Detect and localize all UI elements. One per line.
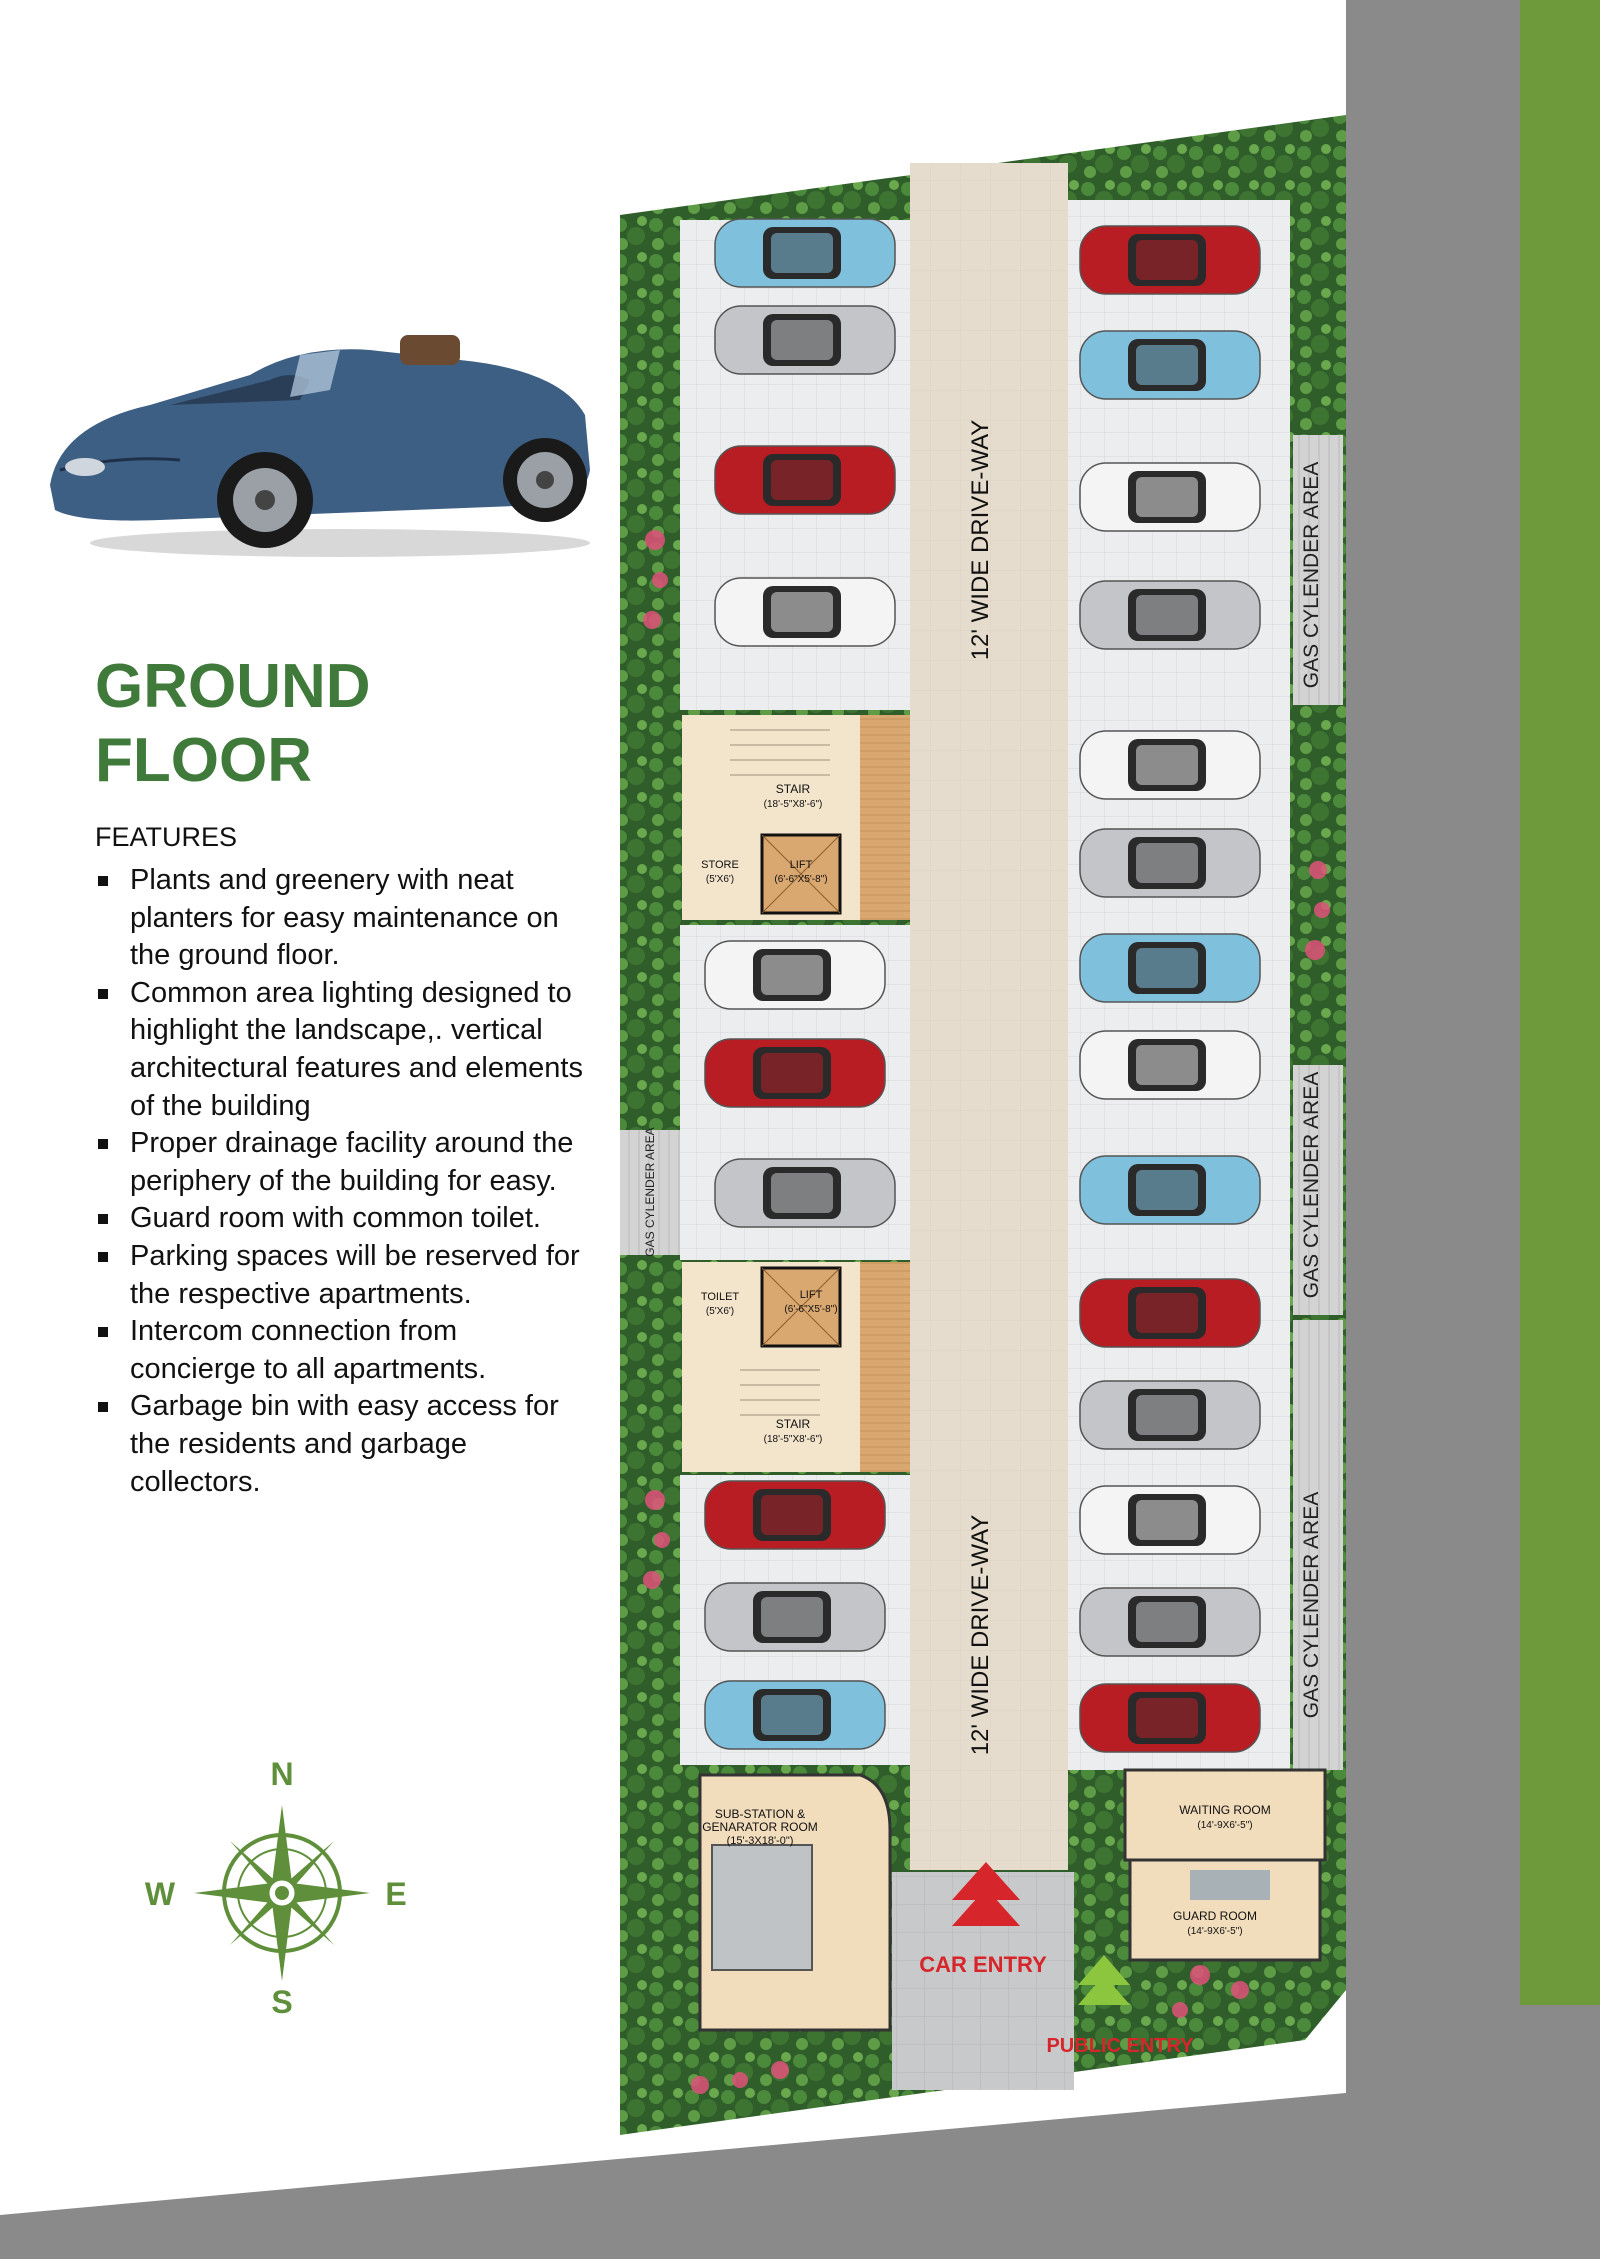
substation-line2: GENARATOR ROOM [702, 1820, 818, 1834]
store-name: STORE [701, 859, 739, 871]
gas-label-right-1: GAS CYLENDER AREA [1300, 462, 1323, 688]
compass-south: S [271, 1984, 292, 2015]
toilet-name: TOILET [701, 1291, 740, 1303]
car-entry-arrow [952, 1862, 1020, 1926]
cars-left [704, 218, 896, 1750]
gas-area-right-2 [1293, 1065, 1343, 1315]
compass-north: N [270, 1756, 293, 1792]
public-entry-arrow [1078, 1955, 1130, 2005]
feature-item: Intercom connection from concierge to al… [95, 1313, 590, 1388]
feature-item: Plants and greenery with neat planters f… [95, 862, 590, 975]
gas-area-right-1 [1293, 435, 1343, 705]
stair-bottom-treads [740, 1369, 820, 1416]
parked-car [1079, 1030, 1261, 1100]
lift-top-name: LIFT [790, 859, 813, 871]
features-label: FEATURES [95, 822, 238, 852]
guard-name: GUARD ROOM [1173, 1909, 1257, 1923]
gas-area-right-3 [1293, 1320, 1343, 1770]
lift-bottom-name: LIFT [800, 1289, 823, 1301]
feature-item: Common area lighting designed to highlig… [95, 975, 590, 1125]
gas-label-right-3: GAS CYLENDER AREA [1300, 1492, 1323, 1718]
stair-bottom-size: (18'-5"X8'-6") [764, 1434, 823, 1445]
parked-car [1079, 730, 1261, 800]
convertible-car-image [50, 335, 590, 557]
car-entry-label: CAR ENTRY [919, 1952, 1047, 1977]
parked-car [704, 940, 886, 1010]
parked-car [714, 577, 896, 647]
parked-car [714, 1158, 896, 1228]
bottom-gray-band [0, 2070, 1600, 2259]
parked-car [1079, 1155, 1261, 1225]
parked-car [714, 445, 896, 515]
parked-car [1079, 462, 1261, 532]
parked-car [704, 1480, 886, 1550]
stair-bottom-name: STAIR [776, 1417, 811, 1431]
public-entry-label: PUBLIC ENTRY [1046, 2035, 1194, 2057]
stair-top-treads [730, 729, 830, 776]
parked-car [1079, 1485, 1261, 1555]
feature-item: Guard room with common toilet. [95, 1200, 590, 1238]
gas-label-right-2: GAS CYLENDER AREA [1300, 1072, 1323, 1298]
guard-desk [1190, 1870, 1270, 1900]
parked-car [704, 1582, 886, 1652]
compass-west: W [145, 1876, 176, 1912]
compass-east: E [385, 1876, 406, 1912]
parked-car [1079, 1380, 1261, 1450]
substation-size: (15'-3X18'-0") [727, 1835, 794, 1847]
parked-car [714, 305, 896, 375]
waiting-size: (14'-9X6'-5") [1197, 1820, 1252, 1831]
feature-item: Garbage bin with easy access for the res… [95, 1388, 590, 1501]
store-size: (5'X6') [706, 874, 734, 885]
feature-item: Proper drainage facility around the peri… [95, 1125, 590, 1200]
waiting-name: WAITING ROOM [1179, 1803, 1271, 1817]
right-green-stripe [1520, 0, 1600, 2005]
stair-top-size: (18'-5"X8'-6") [764, 799, 823, 810]
core-bottom-wood [860, 1262, 910, 1472]
gas-area-left [620, 1130, 680, 1255]
parked-car [1079, 225, 1261, 295]
parked-car [1079, 1683, 1261, 1753]
generator-equipment [711, 1844, 813, 1971]
substation-line1: SUB-STATION & [715, 1807, 805, 1821]
driveway-strip [910, 163, 1068, 1870]
feature-item: Parking spaces will be reserved for the … [95, 1238, 590, 1313]
flower-beds [643, 530, 1330, 2094]
compass-rose-icon: N S W E [145, 1756, 407, 2015]
toilet-size: (5'X6') [706, 1306, 734, 1317]
parked-car [714, 218, 896, 288]
gas-label-left: GAS CYLENDER AREA [643, 1127, 657, 1256]
page-title-line1: GROUND [95, 652, 371, 721]
parked-car [1079, 1278, 1261, 1348]
stair-top-name: STAIR [776, 782, 811, 796]
features-list: Plants and greenery with neat planters f… [95, 862, 590, 1501]
page-title-line2: FLOOR [95, 726, 312, 795]
parked-car [1079, 828, 1261, 898]
lift-bottom-size: (6'-6"X5'-8") [784, 1304, 837, 1315]
parked-car [704, 1038, 886, 1108]
guard-size: (14'-9X6'-5") [1187, 1926, 1242, 1937]
parked-car [1079, 580, 1261, 650]
parked-car [1079, 330, 1261, 400]
core-top-wood [860, 715, 910, 920]
lift-top-size: (6'-6"X5'-8") [774, 874, 827, 885]
page-title: GROUND FLOOR [95, 650, 371, 798]
driveway-label-top: 12' WIDE DRIVE-WAY [967, 420, 994, 661]
driveway-label-bottom: 12' WIDE DRIVE-WAY [967, 1515, 994, 1756]
parked-car [1079, 933, 1261, 1003]
parked-car [1079, 1587, 1261, 1657]
cars-right [1079, 225, 1261, 1753]
parked-car [704, 1680, 886, 1750]
